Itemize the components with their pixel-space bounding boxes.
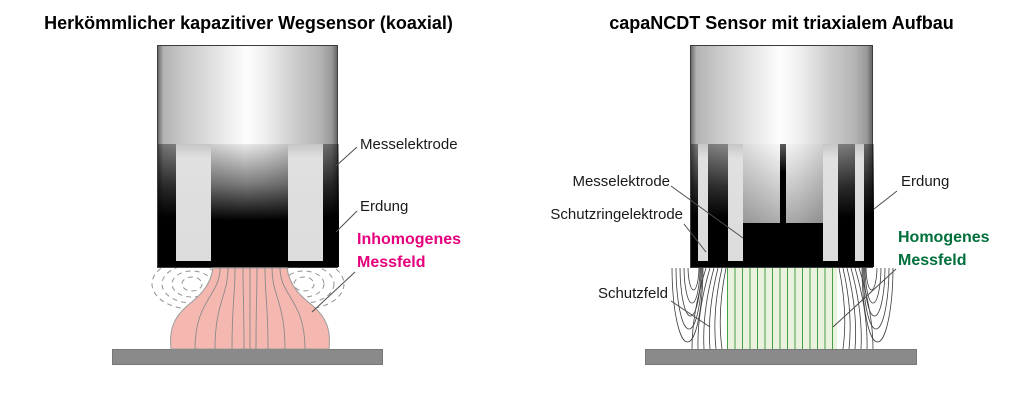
right-label-schutzringelektrode: Schutzringelektrode — [550, 206, 683, 223]
left-sensor-face — [158, 261, 337, 267]
right-diagram-title: capaNCDT Sensor mit triaxialem Aufbau — [609, 13, 954, 33]
inhomogeneous-field-lines — [194, 267, 306, 350]
right-electrode-stem — [780, 144, 786, 225]
left-label-inhomogenes-messfeld: Inhomogenes Messfeld — [357, 231, 462, 271]
right-insulator-inner-right — [823, 144, 838, 261]
right-target-plate — [645, 349, 917, 365]
leader-right-messelektrode — [670, 185, 744, 239]
right-insulator-outer-right — [855, 144, 864, 261]
right-guard-ring-left — [708, 144, 728, 267]
left-diagram-title: Herkömmlicher kapazitiver Wegsensor (koa… — [44, 13, 453, 33]
left-measuring-electrode — [211, 144, 288, 267]
left-label-erdung: Erdung — [360, 198, 409, 215]
right-insulator-inner-left — [728, 144, 743, 261]
right-guard-ring-right — [838, 144, 855, 267]
right-label-erdung: Erdung — [901, 173, 950, 190]
homogeneous-field-area — [727, 268, 837, 349]
right-insulator-outer-left — [698, 144, 708, 261]
leader-right-erdung — [873, 190, 898, 210]
leader-left-messelektrode — [335, 146, 358, 167]
left-insulator-right — [288, 144, 323, 261]
right-sensor-face — [691, 261, 872, 267]
leader-left-messfeld — [311, 271, 356, 313]
left-ground-band-left — [158, 144, 176, 267]
leader-right-schutzring — [683, 223, 707, 253]
guard-field-right — [838, 268, 894, 350]
right-measuring-electrode — [743, 223, 823, 261]
left-ground-band-right — [323, 144, 339, 267]
right-label-messelektrode: Messelektrode — [572, 173, 670, 190]
right-label-schutzfeld: Schutzfeld — [597, 285, 668, 302]
guard-field-left — [671, 268, 727, 350]
leader-lines — [311, 146, 898, 328]
leader-right-messfeld — [832, 268, 897, 328]
right-label-homogenes-messfeld: Homogenes Messfeld — [898, 229, 990, 269]
left-insulator-left — [176, 144, 211, 261]
right-sensor-body — [690, 45, 874, 268]
leader-right-schutzfeld — [670, 300, 711, 328]
leader-left-erdung — [335, 210, 358, 233]
left-label-messelektrode: Messelektrode — [360, 136, 458, 153]
left-sensor-body — [157, 45, 339, 268]
right-ground-band-left — [691, 144, 698, 267]
right-ground-band-right — [864, 144, 874, 267]
